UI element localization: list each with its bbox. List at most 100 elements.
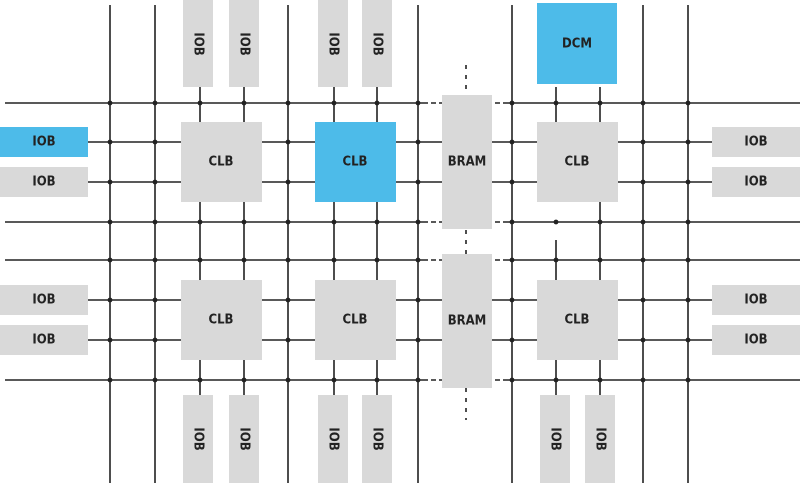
dcm: DCM xyxy=(537,3,617,84)
junction-dot xyxy=(640,219,646,225)
junction-dot xyxy=(107,377,113,383)
junction-dot xyxy=(152,100,158,106)
clb-top-left: CLB xyxy=(181,122,262,202)
junction-dot xyxy=(374,100,380,106)
iob-right-4: IOB xyxy=(712,325,800,355)
iob-label: IOB xyxy=(370,427,385,450)
junction-dot xyxy=(509,179,515,185)
iob-label: IOB xyxy=(237,427,252,450)
junction-dot xyxy=(553,377,559,383)
junction-dot xyxy=(597,257,603,263)
junction-dot xyxy=(331,377,337,383)
iob-bottom-1: IOB xyxy=(183,395,213,483)
iob-label: IOB xyxy=(593,427,608,450)
junction-dot xyxy=(152,179,158,185)
junction-dot xyxy=(197,219,203,225)
junction-dot xyxy=(509,219,515,225)
iob-right-1: IOB xyxy=(712,127,800,157)
junction-dot xyxy=(285,100,291,106)
junction-dot xyxy=(597,377,603,383)
junction-dots xyxy=(107,100,691,383)
junction-dot xyxy=(152,297,158,303)
junction-dot xyxy=(374,257,380,263)
junction-dot xyxy=(685,337,691,343)
routing-wires xyxy=(5,5,800,483)
iob-left-2: IOB xyxy=(0,167,88,197)
iob-right-2: IOB xyxy=(712,167,800,197)
junction-dot xyxy=(107,100,113,106)
junction-dot xyxy=(509,257,515,263)
junction-dot xyxy=(107,257,113,263)
clb-bottom-right: CLB xyxy=(537,280,618,360)
iob-label: IOB xyxy=(326,32,341,55)
junction-dot xyxy=(509,139,515,145)
iob-label: IOB xyxy=(744,175,767,190)
iob-label: IOB xyxy=(370,32,385,55)
clb-label: CLB xyxy=(343,313,368,328)
iob-top-3: IOB xyxy=(318,0,348,87)
junction-dot xyxy=(685,377,691,383)
junction-dot xyxy=(331,100,337,106)
junction-dot xyxy=(415,100,421,106)
junction-dot xyxy=(152,139,158,145)
junction-dot xyxy=(597,219,603,225)
clb-label: CLB xyxy=(565,155,590,170)
clb-top-middle: CLB xyxy=(315,122,396,202)
junction-dot xyxy=(152,219,158,225)
iob-bottom-3: IOB xyxy=(318,395,348,483)
junction-dot xyxy=(640,337,646,343)
junction-dot xyxy=(640,139,646,145)
junction-dot xyxy=(640,297,646,303)
iob-left-4: IOB xyxy=(0,325,88,355)
bram-bottom: BRAM xyxy=(442,254,492,388)
junction-dot xyxy=(241,100,247,106)
junction-dot xyxy=(553,100,559,106)
bram-top: BRAM xyxy=(442,95,492,229)
junction-dot xyxy=(152,377,158,383)
junction-dot xyxy=(107,337,113,343)
iob-left-3: IOB xyxy=(0,285,88,315)
iob-label: IOB xyxy=(744,333,767,348)
junction-dot xyxy=(685,297,691,303)
junction-dot xyxy=(374,219,380,225)
junction-dot xyxy=(285,179,291,185)
junction-dot xyxy=(285,219,291,225)
junction-dot xyxy=(285,297,291,303)
junction-dot xyxy=(415,179,421,185)
junction-dot xyxy=(107,139,113,145)
bram-label: BRAM xyxy=(448,314,487,329)
iob-label: IOB xyxy=(326,427,341,450)
iob-label: IOB xyxy=(191,427,206,450)
junction-dot xyxy=(640,257,646,263)
iob-bottom-5: IOB xyxy=(540,395,570,483)
junction-dot xyxy=(374,377,380,383)
junction-dot xyxy=(331,219,337,225)
junction-dot xyxy=(241,377,247,383)
bram-label: BRAM xyxy=(448,155,487,170)
junction-dot xyxy=(553,219,559,225)
iob-label: IOB xyxy=(32,135,55,150)
junction-dot xyxy=(107,219,113,225)
iob-label: IOB xyxy=(237,32,252,55)
junction-dot xyxy=(197,257,203,263)
junction-dot xyxy=(197,100,203,106)
junction-dot xyxy=(640,100,646,106)
junction-dot xyxy=(597,100,603,106)
junction-dot xyxy=(685,219,691,225)
iob-bottom-6: IOB xyxy=(585,395,615,483)
iob-top-4: IOB xyxy=(362,0,392,87)
junction-dot xyxy=(685,179,691,185)
iob-left-1: IOB xyxy=(0,127,88,157)
junction-dot xyxy=(285,139,291,145)
iob-bottom-4: IOB xyxy=(362,395,392,483)
junction-dot xyxy=(197,377,203,383)
clb-label: CLB xyxy=(209,155,234,170)
dcm-label: DCM xyxy=(562,37,592,52)
junction-dot xyxy=(415,139,421,145)
junction-dot xyxy=(241,257,247,263)
iob-label: IOB xyxy=(32,175,55,190)
clb-top-right: CLB xyxy=(537,122,618,202)
junction-dot xyxy=(285,377,291,383)
junction-dot xyxy=(285,337,291,343)
